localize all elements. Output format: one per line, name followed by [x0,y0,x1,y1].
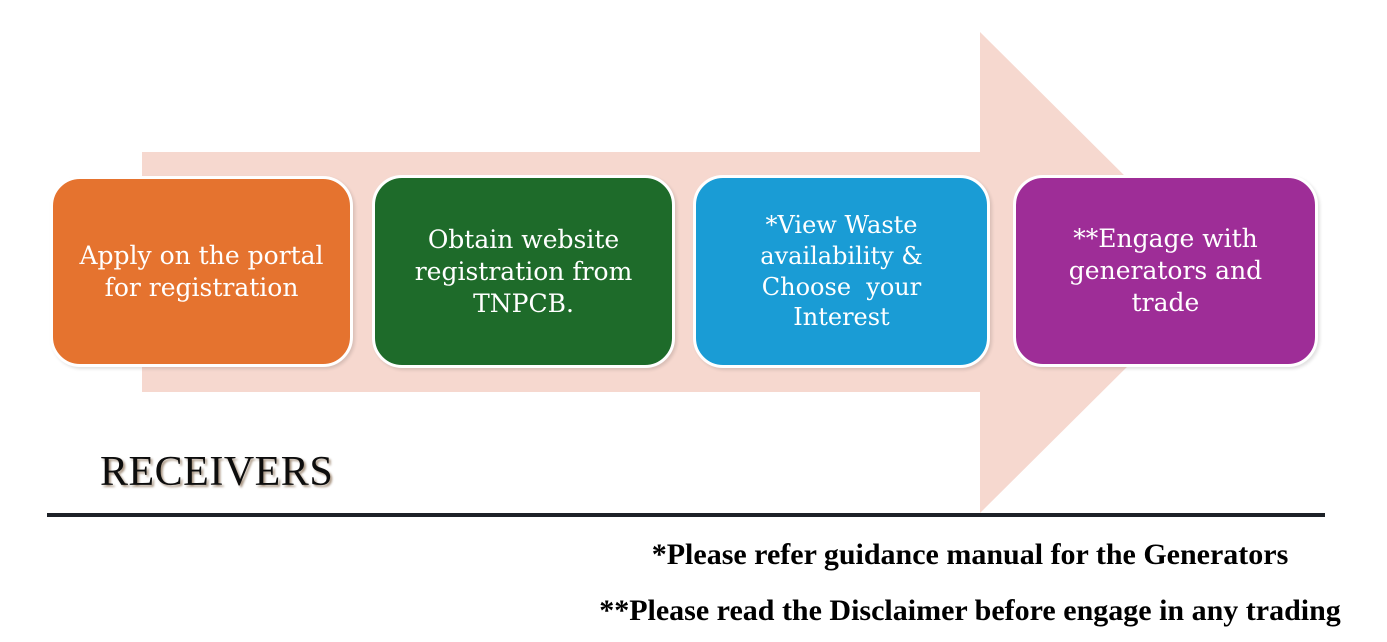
step-text: registration from [414,256,633,286]
footnotes: *Please refer guidance manual for the Ge… [550,540,1387,626]
section-title-receivers: RECEIVERS [100,449,334,495]
step-text: Apply on the portal [79,240,324,270]
step-box-view-waste-availability: *View Waste availability & Choose your I… [693,175,990,368]
step-text: availability & [760,241,923,270]
footnote-generators: *Please refer guidance manual for the Ge… [651,538,1289,571]
step-text: generators and [1068,256,1263,285]
step-text: trade [1131,288,1200,317]
step-text: *View Waste [765,211,918,240]
step-box-engage-and-trade: **Engage with generators and trade [1013,175,1318,367]
footnote-disclaimer: **Please read the Disclaimer before enga… [599,594,1341,627]
step-text: Choose your [761,272,922,301]
step-text: Interest [793,303,890,332]
step-text: for registration [104,272,299,302]
step-box-apply-registration: Apply on the portal for registration [50,176,353,367]
step-box-obtain-website-registration: Obtain website registration from TNPCB. [372,175,675,368]
horizontal-divider [47,513,1325,517]
step-text: Obtain website [427,224,620,254]
step-text: **Engage with [1073,224,1258,253]
step-text: TNPCB. [473,288,574,318]
